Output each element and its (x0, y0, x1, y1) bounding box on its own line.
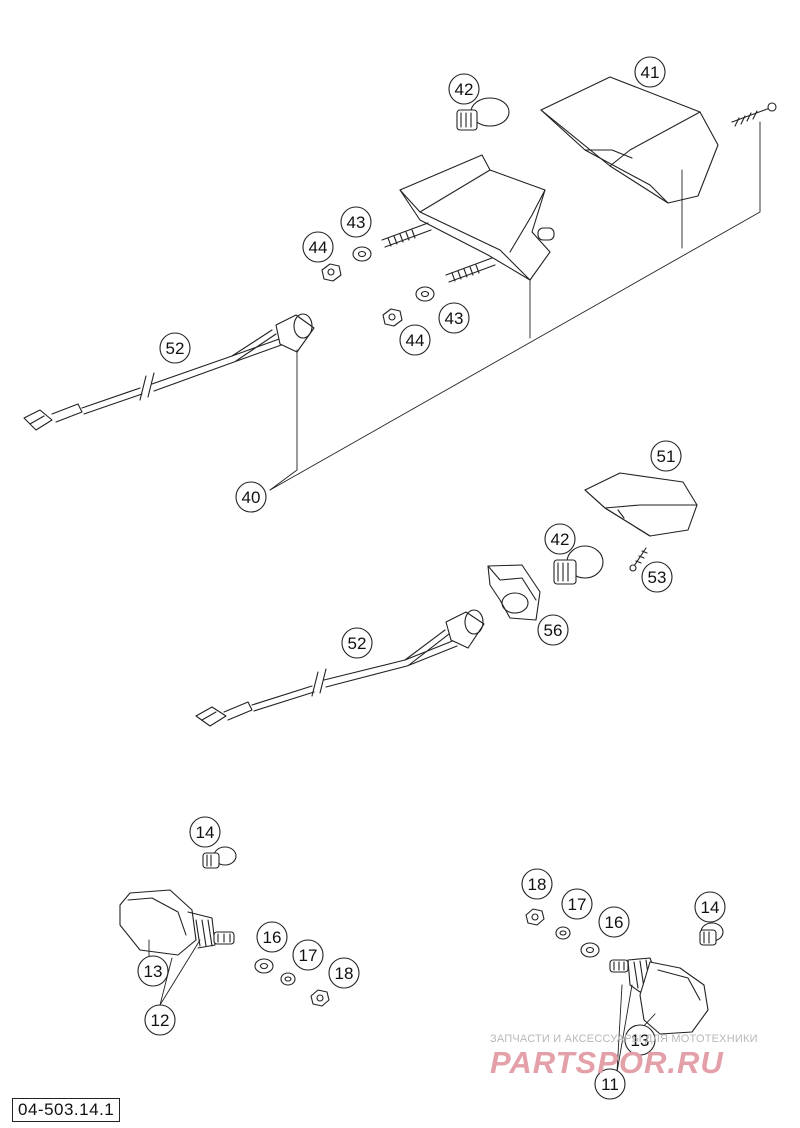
callout-18-left: 18 (328, 957, 360, 989)
tail-light-cable (23, 313, 315, 431)
svg-text:13: 13 (631, 1031, 650, 1050)
svg-text:18: 18 (335, 964, 354, 983)
svg-text:13: 13 (144, 962, 163, 981)
diagram-code-label: 04-503.14.1 (12, 1098, 121, 1122)
nut-44-upper (321, 263, 342, 282)
svg-text:40: 40 (242, 488, 261, 507)
indicator-bulb-right (699, 922, 724, 946)
callout-13-right: 13 (624, 1024, 656, 1056)
callout-42-license: 42 (544, 523, 576, 555)
license-light-bulb (553, 545, 604, 585)
indicator-bulb-left (202, 846, 237, 869)
nut-44-lower (382, 308, 403, 327)
callout-43-lower: 43 (438, 302, 470, 334)
callout-17-left: 17 (292, 939, 324, 971)
callout-53: 53 (641, 561, 673, 593)
tail-light-screw (731, 102, 777, 127)
callout-17-right: 17 (561, 888, 593, 920)
svg-text:18: 18 (528, 875, 547, 894)
callout-13-left: 13 (137, 955, 169, 987)
svg-text:11: 11 (601, 1075, 619, 1094)
indicator-left (119, 889, 235, 956)
mounting-bolts (381, 222, 496, 283)
svg-text:12: 12 (151, 1011, 170, 1030)
callout-18-right: 18 (521, 868, 553, 900)
lock-washer-17-right (555, 926, 571, 940)
svg-text:56: 56 (544, 621, 563, 640)
callout-14-left: 14 (189, 816, 221, 848)
callout-44-upper: 44 (302, 231, 334, 263)
tail-light-housing (399, 154, 555, 281)
svg-text:41: 41 (641, 63, 660, 82)
callout-52-tail: 52 (159, 332, 191, 364)
washer-43-upper (352, 246, 372, 262)
callout-14-right: 14 (694, 891, 726, 923)
svg-text:14: 14 (701, 898, 720, 917)
svg-text:43: 43 (347, 213, 366, 232)
svg-text:17: 17 (299, 946, 318, 965)
indicator-right (609, 957, 709, 1035)
callout-56: 56 (537, 614, 569, 646)
svg-text:42: 42 (551, 530, 570, 549)
svg-text:42: 42 (455, 80, 474, 99)
leader-lines-left (148, 939, 201, 1006)
callout-16-left: 16 (256, 921, 288, 953)
svg-text:44: 44 (406, 331, 425, 350)
leader-lines-upper (269, 121, 761, 491)
svg-text:16: 16 (263, 928, 282, 947)
svg-text:17: 17 (568, 895, 587, 914)
callout-43-upper: 43 (340, 206, 372, 238)
callout-51: 51 (650, 440, 682, 472)
watermark-caption: ЗАПЧАСТИ И АКСЕССУАРЫ ДЛЯ МОТОТЕХНИКИ (490, 1033, 758, 1045)
svg-text:14: 14 (196, 823, 215, 842)
nut-18-left (310, 989, 330, 1007)
callout-41: 41 (634, 56, 666, 88)
license-light-holder (487, 564, 541, 621)
callout-44-lower: 44 (399, 324, 431, 356)
tail-light-lens (540, 76, 719, 204)
washer-16-left (254, 958, 274, 974)
callout-40: 40 (235, 481, 267, 513)
callout-42-tail: 42 (448, 73, 480, 105)
svg-text:52: 52 (348, 634, 367, 653)
license-light-screw (629, 547, 648, 572)
svg-text:43: 43 (445, 309, 464, 328)
lock-washer-17-left (280, 972, 296, 986)
washer-43-lower (415, 286, 435, 302)
license-light-cable (195, 609, 485, 727)
watermark-brand: PARTSPOR.RU (490, 1045, 724, 1080)
svg-text:53: 53 (648, 568, 667, 587)
svg-text:52: 52 (166, 339, 185, 358)
svg-text:44: 44 (309, 238, 328, 257)
callout-16-right: 16 (598, 906, 630, 938)
callout-11: 11 (594, 1068, 626, 1100)
tail-light-bulb (456, 97, 510, 131)
license-light-lens (584, 472, 698, 537)
svg-text:51: 51 (657, 447, 676, 466)
nut-18-right (525, 908, 545, 926)
callout-52-license: 52 (341, 627, 373, 659)
svg-text:16: 16 (605, 913, 624, 932)
washer-16-right (580, 942, 600, 958)
watermark: ЗАПЧАСТИ И АКСЕССУАРЫ ДЛЯ МОТОТЕХНИКИ PA… (490, 1033, 790, 1081)
callout-12: 12 (144, 1004, 176, 1036)
